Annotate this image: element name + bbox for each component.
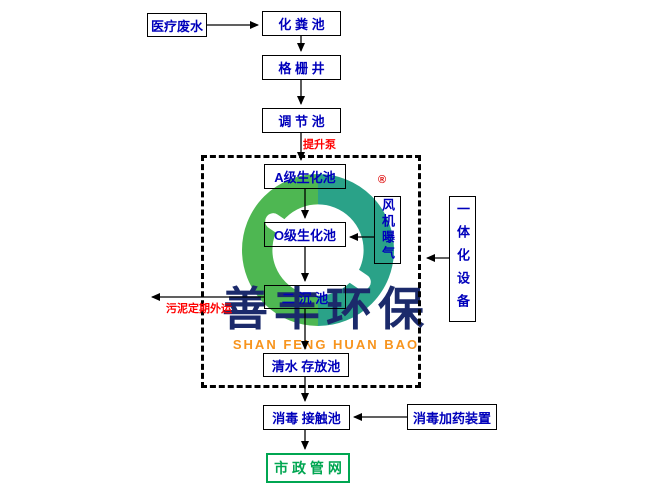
registered-trademark-icon: ®: [378, 174, 387, 186]
brand-name-chinese: 善丰环保: [222, 284, 430, 335]
node-municipal-pipe-network: 市 政 管 网: [266, 453, 350, 483]
node-a-grade-bio-tank: A级生化池: [264, 164, 346, 189]
node-fan-aeration: 风机曝气: [374, 196, 401, 264]
sludge-transport-label: 污泥定期外运: [166, 303, 232, 315]
swirl-left-half: [242, 174, 319, 326]
node-disinfection-dosing-device: 消毒加药装置: [407, 404, 497, 430]
brand-swirl-logo: [242, 174, 394, 326]
node-grating-well: 格 栅 井: [262, 55, 341, 80]
node-regulating-tank: 调 节 池: [262, 108, 341, 133]
swirl-gap: [265, 213, 371, 290]
brand-name-english: SHAN FENG HUAN BAO: [232, 337, 420, 352]
swirl-right-half: [317, 174, 394, 326]
node-medical-wastewater: 医疗废水: [147, 13, 207, 37]
node-integrated-equipment: 一体化设备: [449, 196, 476, 322]
node-disinfection-contact-tank: 消毒 接触池: [263, 405, 350, 430]
node-septic-tank: 化 粪 池: [262, 11, 341, 36]
node-clean-water-storage-tank: 清水 存放池: [263, 353, 349, 377]
lift-pump-label: 提升泵: [303, 139, 336, 151]
node-secondary-sedimentation-tank: 二 沉 池: [264, 285, 346, 309]
node-o-grade-bio-tank: O级生化池: [264, 222, 346, 247]
integrated-equipment-boundary: [201, 155, 421, 388]
